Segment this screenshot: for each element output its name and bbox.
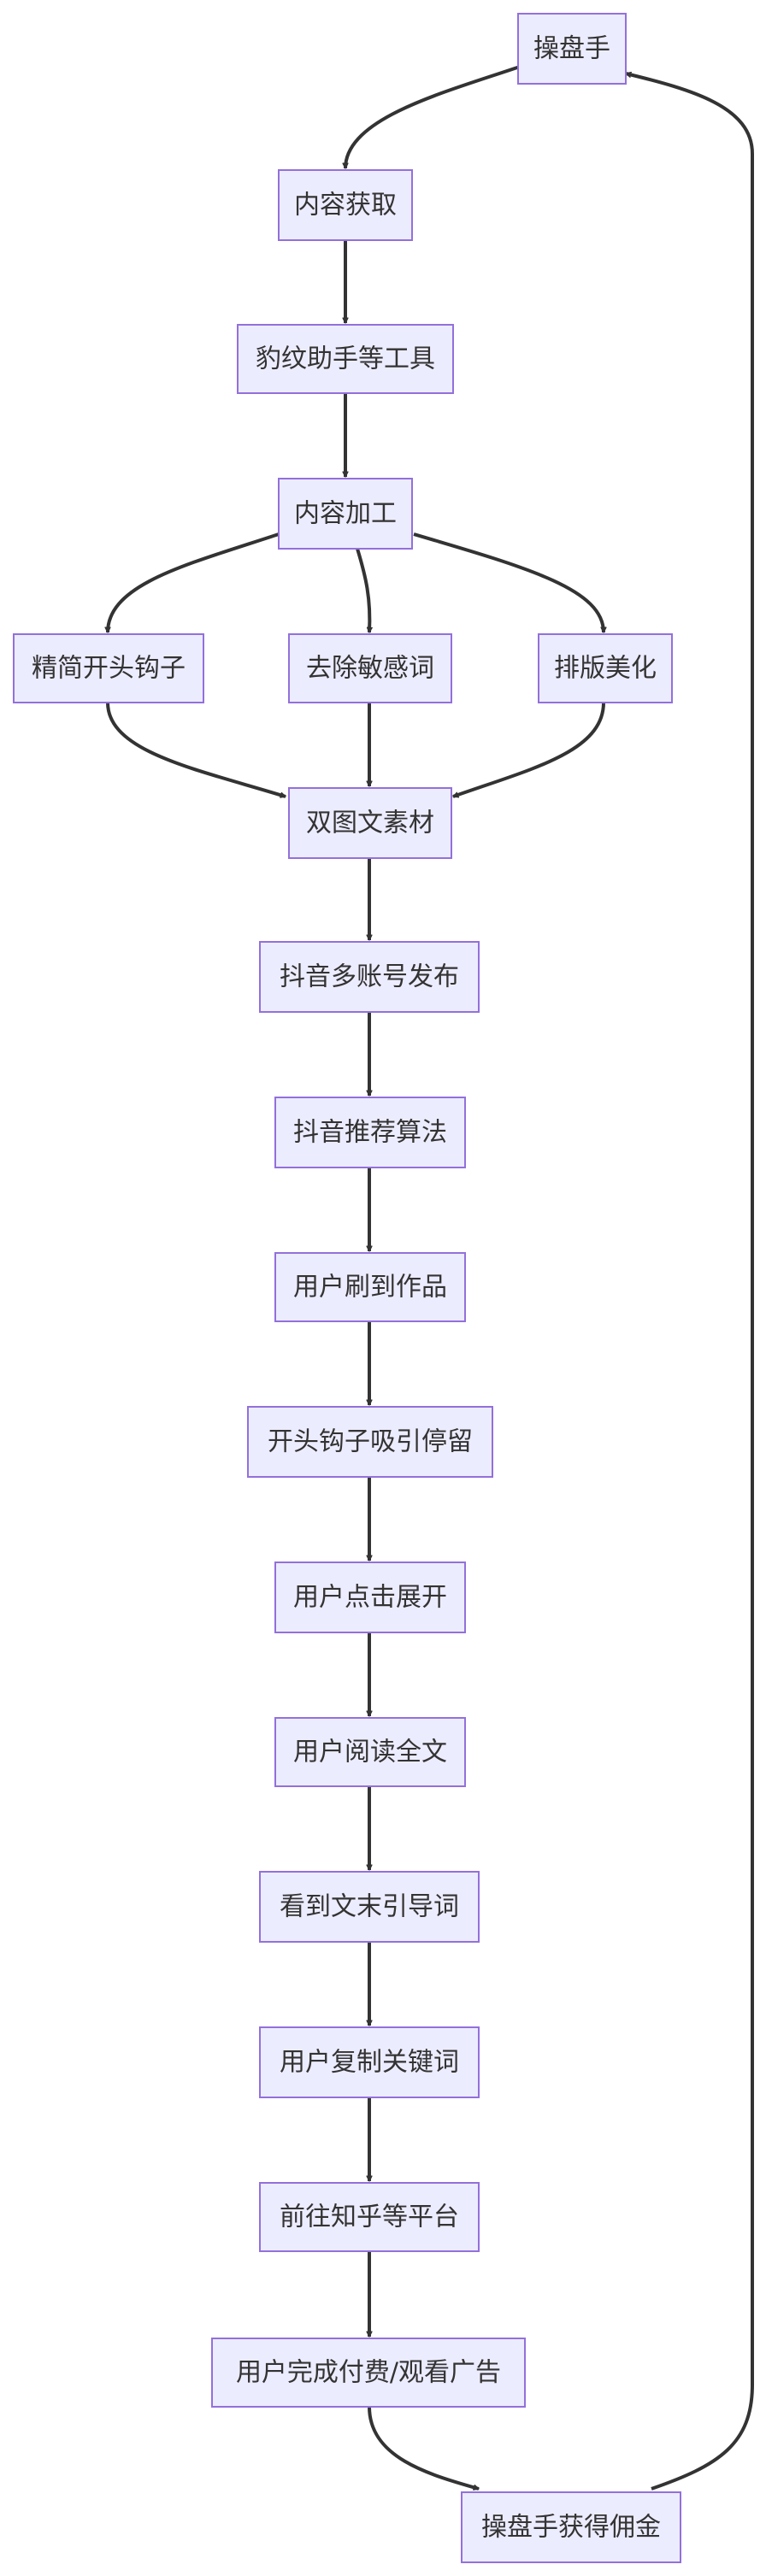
node-n17-box [259,2182,480,2252]
node-n12-box [247,1406,493,1478]
node-n18-label: 用户完成付费/观看广告 [236,2358,501,2388]
node-n7-label: 排版美化 [554,654,657,684]
edge-n18-n19 [368,2406,479,2489]
node-n17-label: 前往知乎等平台 [280,2203,459,2232]
node-n6-box [288,633,452,703]
node-n11-box [274,1252,466,1322]
node-n19-label: 操盘手获得佣金 [481,2513,661,2543]
node-n13-label: 用户点击展开 [293,1583,447,1613]
node-n9: 抖音多账号发布 [259,941,480,1013]
node-n16: 用户复制关键词 [259,2026,480,2098]
node-n14-box [274,1717,466,1787]
node-n4: 内容加工 [278,478,413,550]
node-n2-box [278,169,413,241]
edge-n4-n7 [413,532,604,632]
node-n9-label: 抖音多账号发布 [280,962,459,992]
edge-n4-n6 [356,548,369,632]
node-n16-label: 用户复制关键词 [280,2048,459,2078]
edge-n4-n5 [108,532,280,632]
edges-layer [106,65,754,2491]
edge-n19-n1 [626,74,754,2491]
node-n6-label: 去除敏感词 [306,654,434,684]
node-n17: 前往知乎等平台 [259,2182,480,2252]
node-n12: 开头钩子吸引停留 [247,1406,493,1478]
node-n10-box [274,1097,466,1168]
node-n11: 用户刷到作品 [274,1252,466,1322]
node-n13: 用户点击展开 [274,1561,466,1633]
node-n19-box [461,2491,681,2563]
node-n14-label: 用户阅读全文 [293,1738,447,1767]
node-n18: 用户完成付费/观看广告 [211,2338,526,2408]
node-n1-label: 操盘手 [533,34,610,64]
node-n10-label: 抖音推荐算法 [293,1118,447,1148]
node-n3: 豹纹助手等工具 [237,324,454,394]
node-n15-box [259,1871,480,1943]
node-n15: 看到文末引导词 [259,1871,480,1943]
node-n7: 排版美化 [538,633,673,703]
node-n2: 内容获取 [278,169,413,241]
node-n6: 去除敏感词 [288,633,452,703]
node-n3-label: 豹纹助手等工具 [256,344,435,374]
edge-n7-n8 [453,702,605,798]
node-n4-box [278,478,413,550]
node-n16-box [259,2026,480,2098]
node-n7-box [538,633,673,703]
edge-n5-n8 [106,702,286,797]
node-n11-label: 用户刷到作品 [293,1273,447,1303]
node-n14: 用户阅读全文 [274,1717,466,1787]
node-n8-label: 双图文素材 [306,809,434,838]
edge-n1-n2 [345,65,521,168]
node-n19: 操盘手获得佣金 [461,2491,681,2563]
node-n15-label: 看到文末引导词 [280,1892,459,1922]
node-n5-label: 精简开头钩子 [32,654,186,684]
node-n18-box [211,2338,526,2408]
node-n13-box [274,1561,466,1633]
node-n5: 精简开头钩子 [13,633,204,703]
node-n4-label: 内容加工 [294,499,397,529]
node-n1-box [517,13,627,85]
nodes-layer: 操盘手 内容获取 豹纹助手等工具 内容加工 精简开头钩子 去除敏感词 排版美化 [13,13,681,2563]
node-n8-box [288,787,452,859]
node-n10: 抖音推荐算法 [274,1097,466,1168]
node-n2-label: 内容获取 [294,191,397,221]
node-n1: 操盘手 [517,13,627,85]
node-n8: 双图文素材 [288,787,452,859]
node-n5-box [13,633,204,703]
node-n9-box [259,941,480,1013]
node-n12-label: 开头钩子吸引停留 [268,1427,473,1457]
node-n3-box [237,324,454,394]
